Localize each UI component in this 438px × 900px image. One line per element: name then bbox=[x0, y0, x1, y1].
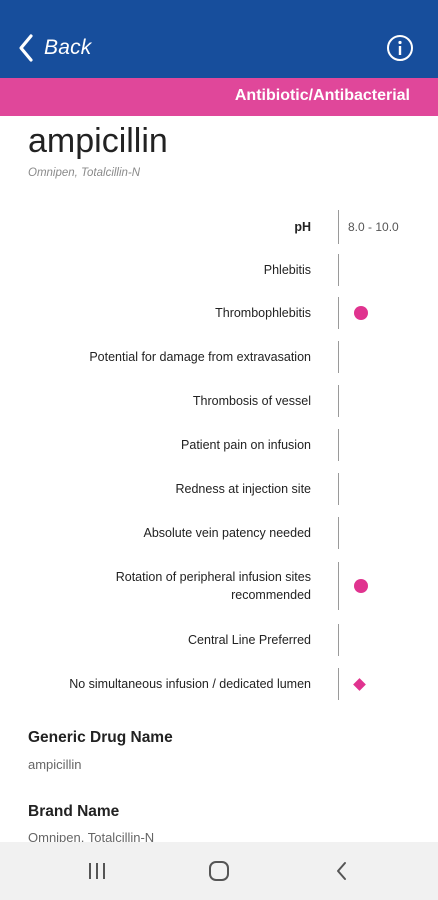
row-divider bbox=[338, 297, 339, 329]
category-label: Antibiotic/Antibacterial bbox=[234, 87, 410, 104]
property-row-rotation: Rotation of peripheral infusion sites re… bbox=[0, 562, 438, 610]
category-bar: Antibiotic/Antibacterial bbox=[0, 78, 438, 116]
brand-name-heading: Brand Name bbox=[28, 803, 120, 820]
home-button[interactable] bbox=[207, 859, 231, 883]
indicator-dot-icon bbox=[354, 306, 368, 320]
property-row-pain: Patient pain on infusion bbox=[0, 429, 438, 461]
brand-name-value: Omnipen, Totalcillin-N bbox=[28, 830, 155, 845]
system-back-icon bbox=[337, 862, 346, 880]
row-divider bbox=[338, 473, 339, 505]
row-divider bbox=[338, 385, 339, 417]
property-label: No simultaneous infusion / dedicated lum… bbox=[69, 677, 311, 691]
property-label: Potential for damage from extravasation bbox=[89, 350, 311, 364]
indicator-dot-icon bbox=[354, 579, 368, 593]
generic-name-value: ampicillin bbox=[28, 757, 82, 772]
system-nav-bar bbox=[0, 842, 438, 900]
property-row-vein-patency: Absolute vein patency needed bbox=[0, 517, 438, 549]
property-label: Central Line Preferred bbox=[188, 633, 311, 647]
row-divider bbox=[338, 668, 339, 700]
property-label: pH bbox=[294, 220, 311, 234]
property-label: Rotation of peripheral infusion sites re… bbox=[115, 570, 311, 602]
row-divider bbox=[338, 517, 339, 549]
home-icon bbox=[209, 861, 229, 881]
chevron-left-icon bbox=[18, 33, 34, 63]
property-row-central-line: Central Line Preferred bbox=[0, 624, 438, 656]
info-button[interactable] bbox=[386, 34, 414, 62]
property-label: Phlebitis bbox=[263, 263, 311, 277]
property-label: Thrombophlebitis bbox=[215, 306, 311, 320]
row-divider bbox=[338, 429, 339, 461]
property-label: Patient pain on infusion bbox=[181, 438, 311, 452]
row-divider bbox=[338, 341, 339, 373]
property-label: Absolute vein patency needed bbox=[143, 526, 312, 540]
indicator-diamond-icon bbox=[353, 677, 366, 691]
row-divider bbox=[338, 210, 339, 244]
back-label: Back bbox=[44, 36, 92, 59]
row-divider bbox=[338, 562, 339, 610]
recent-apps-icon bbox=[89, 863, 105, 879]
property-value: 8.0 - 10.0 bbox=[348, 220, 399, 234]
drug-name: ampicillin bbox=[28, 122, 168, 160]
row-divider bbox=[338, 254, 339, 286]
back-button[interactable]: Back bbox=[18, 28, 92, 68]
top-app-bar: Back bbox=[0, 0, 438, 78]
property-row-thrombophlebitis: Thrombophlebitis bbox=[0, 297, 438, 329]
property-row-redness: Redness at injection site bbox=[0, 473, 438, 505]
drug-brand-names: Omnipen, Totalcillin-N bbox=[28, 167, 141, 179]
property-label: Thrombosis of vessel bbox=[192, 394, 311, 408]
row-divider bbox=[338, 624, 339, 656]
system-back-button[interactable] bbox=[330, 859, 354, 883]
property-row-phlebitis: Phlebitis bbox=[0, 254, 438, 286]
property-row-thrombosis: Thrombosis of vessel bbox=[0, 385, 438, 417]
info-icon bbox=[387, 35, 413, 61]
generic-name-heading: Generic Drug Name bbox=[28, 729, 173, 746]
property-label: Redness at injection site bbox=[175, 482, 312, 496]
recent-apps-button[interactable] bbox=[85, 859, 109, 883]
property-row-ph: pH 8.0 - 10.0 bbox=[0, 210, 438, 244]
property-row-extravasation: Potential for damage from extravasation bbox=[0, 341, 438, 373]
property-row-dedicated-lumen: No simultaneous infusion / dedicated lum… bbox=[0, 668, 438, 700]
